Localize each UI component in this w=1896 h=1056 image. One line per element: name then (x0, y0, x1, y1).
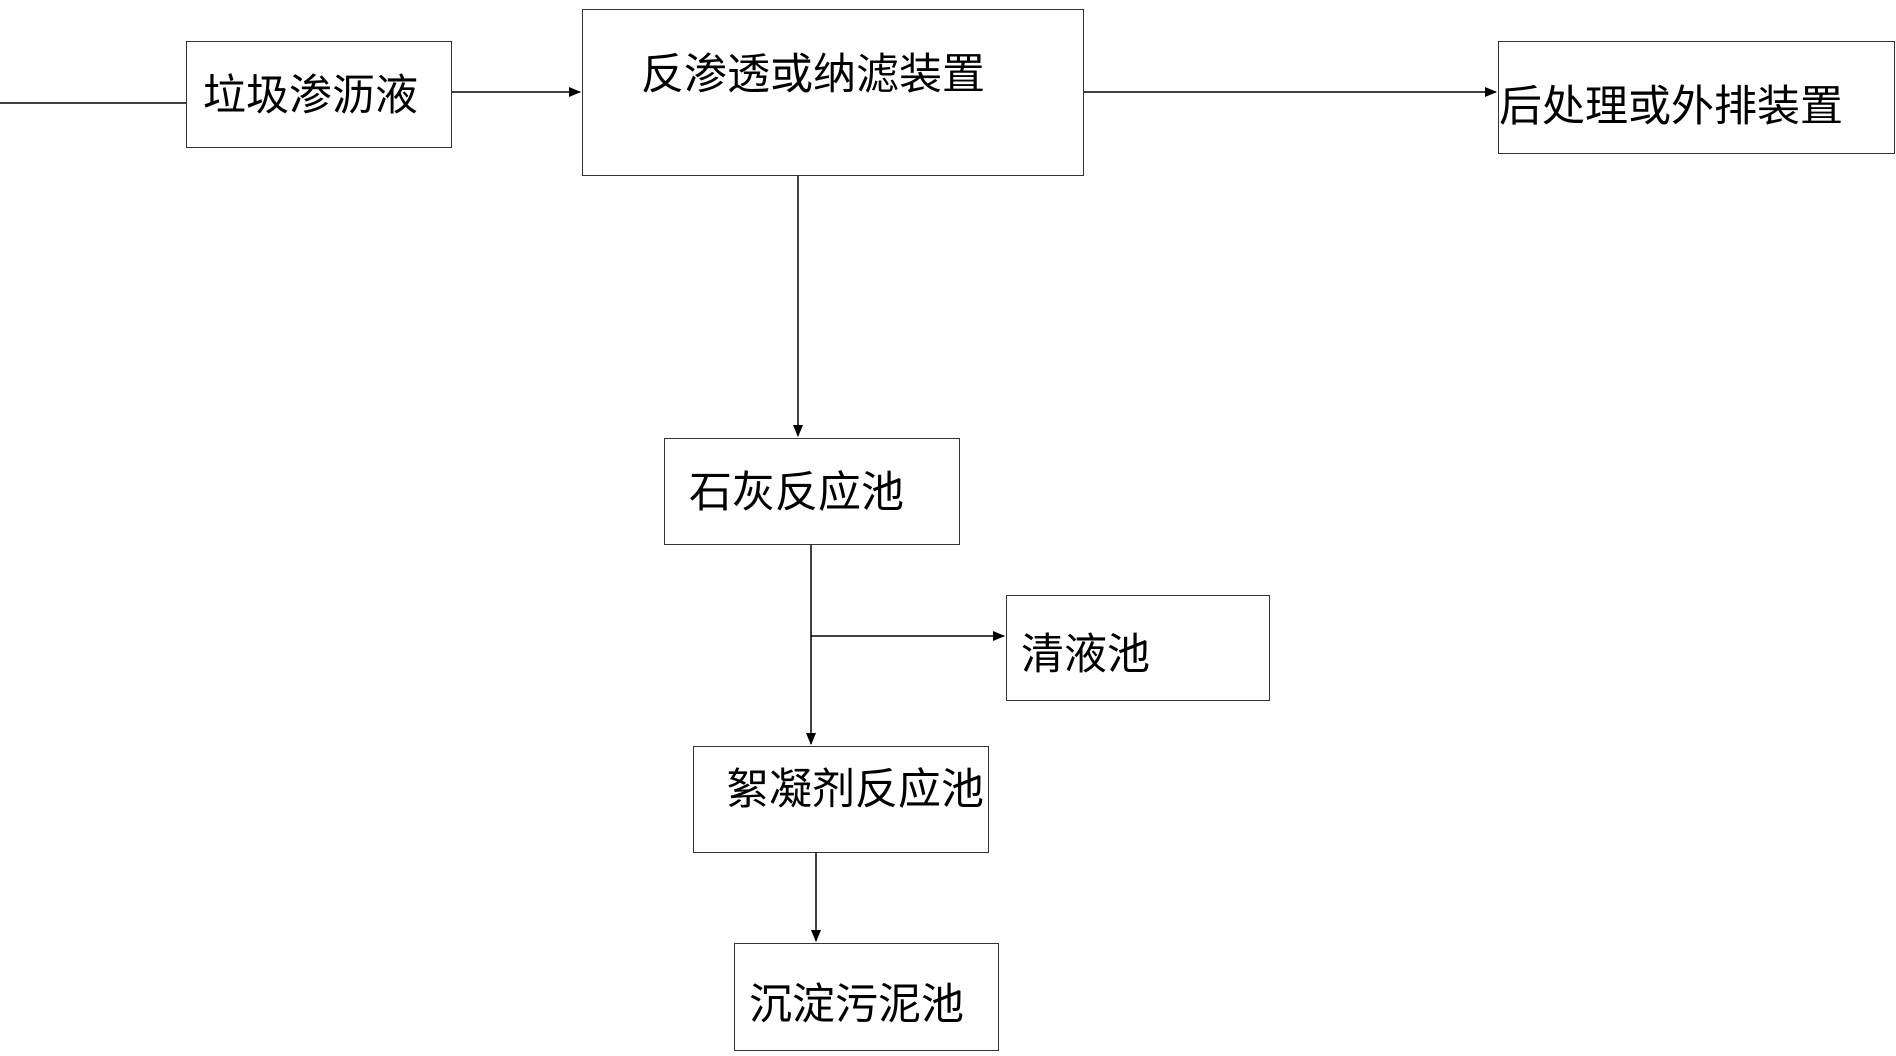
node-post-treatment: 后处理或外排装置 (1498, 41, 1895, 154)
node-flocculant-tank-label: 絮凝剂反应池 (726, 765, 984, 815)
node-clear-tank: 清液池 (1006, 595, 1270, 701)
node-ro-nf-unit-label: 反渗透或纳滤装置 (641, 50, 985, 100)
node-sludge-tank-label: 沉淀污泥池 (749, 980, 964, 1030)
node-sludge-tank: 沉淀污泥池 (734, 943, 999, 1051)
node-post-treatment-label: 后处理或外排装置 (1499, 82, 1843, 132)
node-clear-tank-label: 清液池 (1021, 630, 1150, 680)
node-lime-tank: 石灰反应池 (664, 438, 960, 545)
node-leachate: 垃圾渗沥液 (186, 41, 452, 148)
node-leachate-label: 垃圾渗沥液 (203, 71, 418, 121)
node-ro-nf-unit: 反渗透或纳滤装置 (582, 9, 1084, 176)
node-lime-tank-label: 石灰反应池 (689, 468, 904, 518)
node-flocculant-tank: 絮凝剂反应池 (693, 746, 989, 853)
